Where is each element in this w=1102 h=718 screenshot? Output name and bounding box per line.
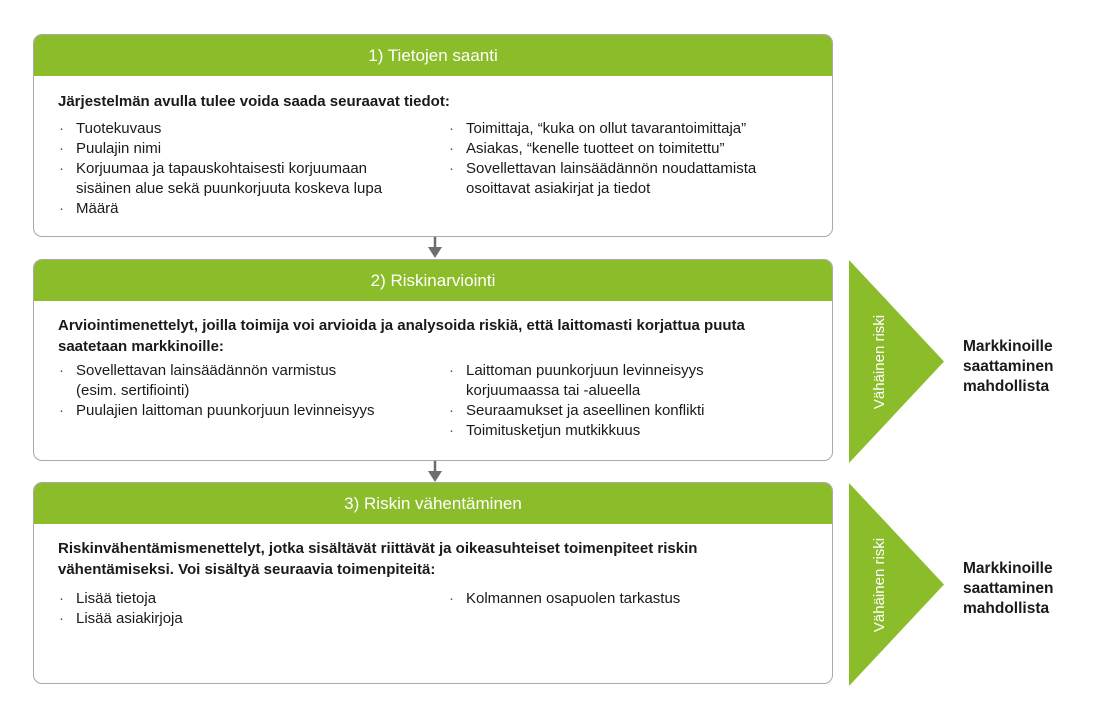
step-2-box: 2) Riskinarviointi Arviointimenettelyt, … bbox=[33, 259, 833, 461]
step-3-title: 3) Riskin vähentäminen bbox=[34, 483, 832, 524]
step-1-intro: Järjestelmän avulla tulee voida saada se… bbox=[58, 93, 450, 110]
list-item: Puulajin nimi bbox=[58, 139, 418, 159]
list-item: Toimittaja, “kuka on ollut tavarantoimit… bbox=[448, 119, 808, 139]
list-item: Asiakas, “kenelle tuotteet on toimitettu… bbox=[448, 139, 808, 159]
market-outcome-text: Markkinoille saattaminen mahdollista bbox=[963, 560, 1054, 617]
list-item: Sovellettavan lainsäädännön varmistus (e… bbox=[58, 361, 366, 401]
step-1-title: 1) Tietojen saanti bbox=[34, 35, 832, 76]
market-outcome-text: Markkinoille saattaminen mahdollista bbox=[963, 338, 1054, 395]
list-item: Laittoman puunkorjuun levinneisyys korju… bbox=[448, 361, 746, 401]
step-1-left-list: Tuotekuvaus Puulajin nimi Korjuumaa ja t… bbox=[58, 119, 418, 219]
low-risk-label: Vähäinen riski bbox=[870, 314, 888, 410]
list-item: Lisää tietoja bbox=[58, 589, 388, 609]
list-item: Kolmannen osapuolen tarkastus bbox=[448, 589, 808, 609]
list-item: Lisää asiakirjoja bbox=[58, 609, 388, 629]
step-3-intro: Riskinvähentämismenettelyt, jotka sisält… bbox=[58, 540, 698, 578]
list-item: Toimitusketjun mutkikkuus bbox=[448, 421, 808, 441]
list-item: Tuotekuvaus bbox=[58, 119, 418, 139]
step-1-right-list: Toimittaja, “kuka on ollut tavarantoimit… bbox=[448, 119, 808, 199]
step-2-title: 2) Riskinarviointi bbox=[34, 260, 832, 301]
low-risk-arrow-icon bbox=[849, 483, 944, 686]
list-item: Määrä bbox=[58, 199, 418, 219]
step-2-intro: Arviointimenettelyt, joilla toimija voi … bbox=[58, 317, 745, 355]
arrow-down-icon bbox=[428, 461, 442, 482]
list-item: Korjuumaa ja tapauskohtaisesti korjuumaa… bbox=[58, 159, 396, 199]
list-item: Seuraamukset ja aseellinen konflikti bbox=[448, 401, 808, 421]
step-3-left-list: Lisää tietoja Lisää asiakirjoja bbox=[58, 589, 388, 629]
list-item: Sovellettavan lainsäädännön noudattamist… bbox=[448, 159, 786, 199]
step-2-left-list: Sovellettavan lainsäädännön varmistus (e… bbox=[58, 361, 388, 421]
step-3-box: 3) Riskin vähentäminen Riskinvähentämism… bbox=[33, 482, 833, 684]
arrow-down-icon bbox=[428, 237, 442, 258]
low-risk-arrow-icon bbox=[849, 260, 944, 463]
step-3-right-list: Kolmannen osapuolen tarkastus bbox=[448, 589, 808, 609]
list-item: Puulajien laittoman puunkorjuun levinnei… bbox=[58, 401, 388, 421]
step-1-box: 1) Tietojen saanti Järjestelmän avulla t… bbox=[33, 34, 833, 237]
low-risk-label: Vähäinen riski bbox=[870, 537, 888, 633]
step-2-right-list: Laittoman puunkorjuun levinneisyys korju… bbox=[448, 361, 808, 441]
